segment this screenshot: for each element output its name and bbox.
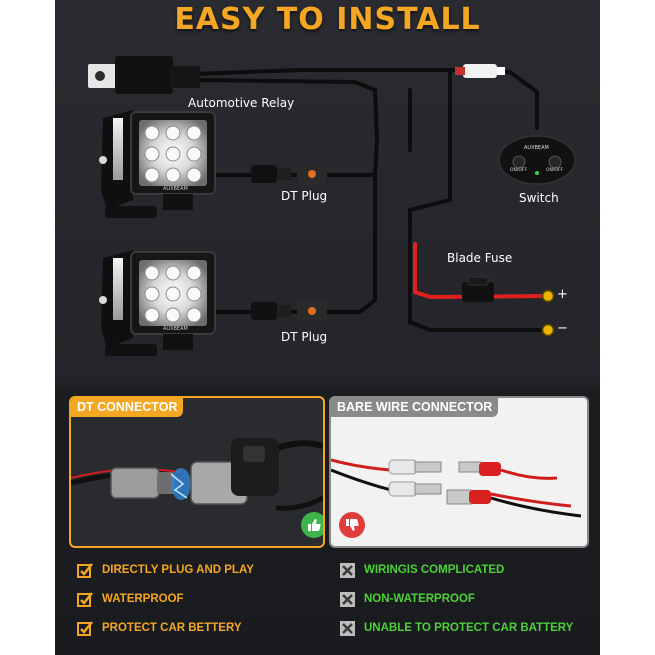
wire-connector-icon (455, 64, 505, 78)
con-item: NON-WATERPROOF (339, 589, 475, 609)
checkbox-checked-icon (77, 562, 93, 578)
con-text: NON-WATERPROOF (364, 593, 475, 605)
product-image: EASY TO INSTALL (55, 0, 600, 655)
light-brand-label: AUXBEAM (163, 326, 188, 332)
led-light-pod-icon (99, 250, 216, 356)
pro-text: PROTECT CAR BETTERY (102, 622, 242, 634)
page-title: EASY TO INSTALL (174, 2, 481, 37)
switch-label: Switch (519, 191, 559, 205)
bare-wire-connector-panel: BARE WIRE CONNECTOR (329, 396, 589, 548)
con-item: UNABLE TO PROTECT CAR BATTERY (339, 618, 573, 638)
bare-wire-connector-tag: BARE WIRE CONNECTOR (331, 398, 499, 417)
dt-plug-icon (251, 301, 327, 321)
dt-connector-tag: DT CONNECTOR (71, 398, 184, 417)
wiring-diagram (88, 56, 576, 356)
pro-item: DIRECTLY PLUG AND PLAY (77, 560, 254, 580)
negative-terminal-icon (541, 323, 555, 337)
blade-fuse-icon (462, 276, 494, 302)
relay-label: Automotive Relay (188, 96, 295, 110)
light-brand-label: AUXBEAM (163, 186, 188, 192)
bare-wire-photo (331, 458, 582, 518)
pro-item: PROTECT CAR BETTERY (77, 618, 242, 638)
checkbox-cross-icon (340, 591, 355, 607)
con-item: WIRINGIS COMPLICATED (339, 560, 504, 580)
checkbox-checked-icon (77, 620, 93, 636)
negative-sign: − (557, 321, 568, 336)
switch-icon (498, 135, 576, 185)
relay-icon (88, 56, 200, 94)
con-text: UNABLE TO PROTECT CAR BATTERY (364, 622, 574, 634)
pro-item: WATERPROOF (77, 589, 184, 609)
led-light-pod-icon (99, 110, 216, 218)
pro-text: WATERPROOF (102, 593, 184, 605)
dt-plug-icon (251, 164, 327, 184)
blade-fuse-label: Blade Fuse (447, 251, 513, 265)
checkbox-cross-icon (340, 562, 355, 578)
dt-connector-panel: DT CONNECTOR (69, 396, 325, 548)
dt-connector-photo (71, 438, 323, 511)
positive-terminal-icon (541, 289, 555, 303)
switch-button-label: ON/OFF (510, 168, 528, 173)
con-text: WIRINGIS COMPLICATED (364, 564, 505, 576)
thumbs-down-icon (339, 512, 365, 538)
dt-plug-label: DT Plug (281, 330, 328, 344)
checkbox-checked-icon (77, 591, 93, 607)
pro-text: DIRECTLY PLUG AND PLAY (102, 564, 254, 576)
thumbs-up-icon (301, 512, 323, 538)
dt-plug-label: DT Plug (281, 189, 328, 203)
switch-button-label: ON/OFF (546, 168, 564, 173)
positive-sign: + (557, 287, 568, 302)
checkbox-cross-icon (340, 620, 355, 636)
switch-brand-label: AUXBEAM (524, 145, 549, 151)
